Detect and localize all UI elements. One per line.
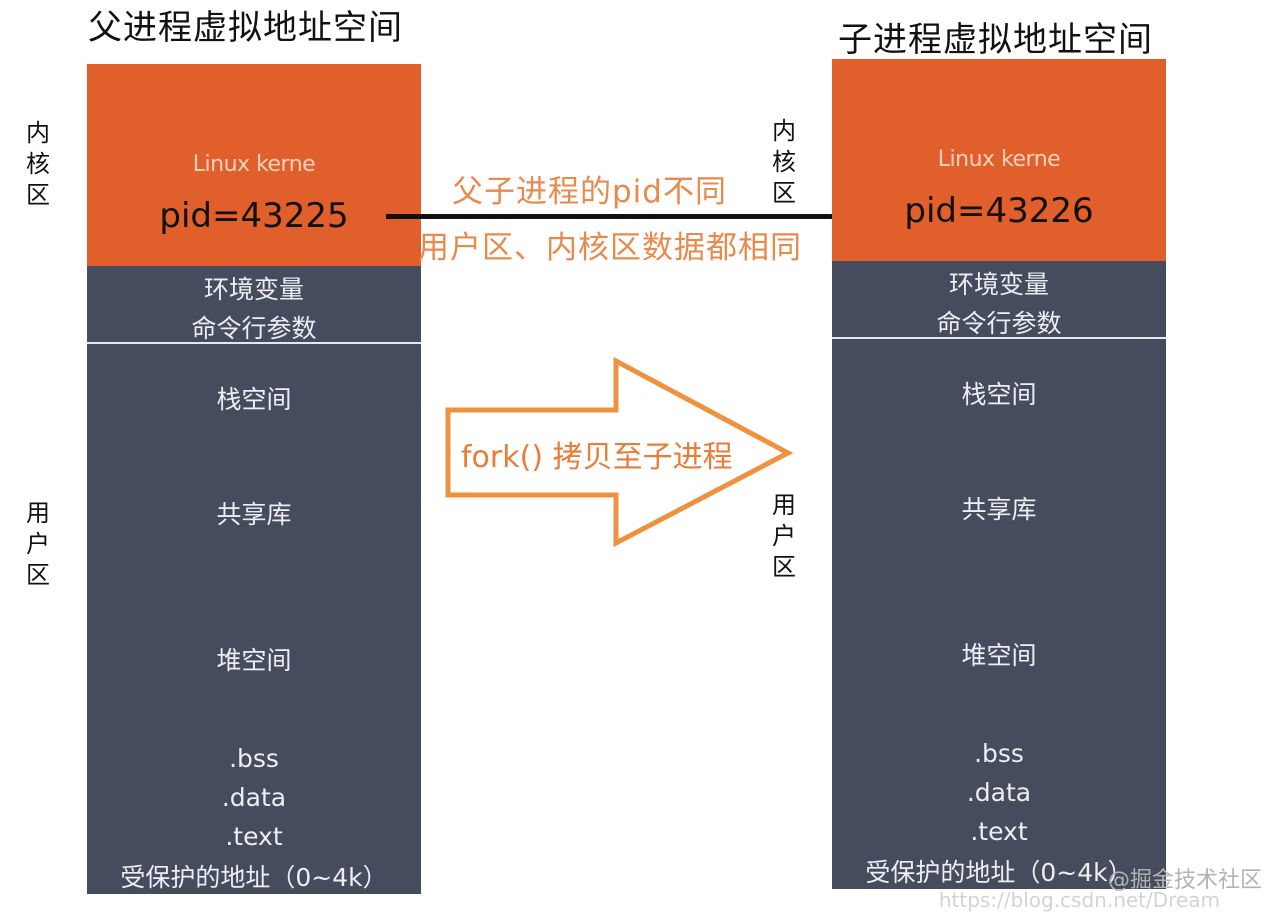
parent-user-label-char-2: 户 — [26, 530, 50, 558]
parent-data-segment: .data — [221, 783, 287, 812]
child-env-segment: 环境变量 命令行参数 — [832, 261, 1166, 339]
parent-user-label-char-1: 用 — [26, 499, 50, 527]
parent-bss-segment: .bss — [229, 744, 279, 773]
fork-arrow-icon — [445, 356, 794, 548]
parent-address-space: Linux kerne pid=43225 环境变量 命令行参数 栈空间 共享库… — [87, 64, 421, 894]
pid-difference-note: 父子进程的pid不同 — [452, 174, 727, 210]
parent-kernel-region-label: 内 核 区 — [24, 118, 52, 211]
child-pid: pid=43226 — [904, 191, 1094, 231]
parent-kernel-label-char-3: 区 — [26, 181, 50, 209]
child-heap-segment: 堆空间 — [961, 641, 1037, 670]
child-cmd-args: 命令行参数 — [936, 309, 1062, 338]
child-kernel-label-char-3: 区 — [772, 179, 796, 207]
fork-copy-label: fork() 拷贝至子进程 — [461, 440, 733, 475]
parent-shared-lib-segment: 共享库 — [216, 500, 292, 529]
parent-text-segment: .text — [225, 822, 283, 851]
child-kernel-name: Linux kerne — [937, 147, 1061, 172]
parent-env-segment: 环境变量 命令行参数 — [87, 266, 421, 344]
parent-protected-segment: 受保护的地址（0~4k） — [120, 863, 388, 892]
parent-env-vars: 环境变量 — [203, 275, 304, 304]
child-kernel-label-char-2: 核 — [772, 148, 796, 176]
parent-cmd-args: 命令行参数 — [191, 314, 317, 343]
child-address-space-title: 子进程虚拟地址空间 — [838, 20, 1153, 60]
child-stack-segment: 栈空间 — [961, 380, 1037, 409]
parent-user-label-char-3: 区 — [26, 561, 50, 589]
child-bss-segment: .bss — [974, 739, 1024, 768]
watermark-community: @掘金技术社区 — [1107, 868, 1262, 893]
child-user-label-char-2: 户 — [772, 522, 796, 550]
watermark-url: https://blog.csdn.net/Dream — [938, 888, 1220, 912]
child-user-region-label: 用 户 区 — [770, 490, 798, 583]
child-protected-segment: 受保护的地址（0~4k） — [865, 858, 1133, 887]
child-shared-lib-segment: 共享库 — [961, 495, 1037, 524]
parent-kernel-label-char-1: 内 — [26, 119, 50, 147]
child-kernel-segment: Linux kerne pid=43226 — [832, 59, 1166, 261]
pid-connector-line — [386, 214, 886, 219]
child-text-segment: .text — [970, 817, 1028, 846]
child-user-label-char-1: 用 — [772, 491, 796, 519]
child-data-segment: .data — [966, 778, 1032, 807]
parent-kernel-segment: Linux kerne pid=43225 — [87, 64, 421, 266]
parent-user-region-label: 用 户 区 — [24, 498, 52, 591]
parent-stack-segment: 栈空间 — [216, 385, 292, 414]
parent-heap-segment: 堆空间 — [216, 646, 292, 675]
parent-kernel-label-char-2: 核 — [26, 150, 50, 178]
parent-kernel-name: Linux kerne — [192, 152, 316, 177]
child-kernel-region-label: 内 核 区 — [770, 116, 798, 209]
child-user-label-char-3: 区 — [772, 553, 796, 581]
parent-address-space-title: 父进程虚拟地址空间 — [88, 8, 403, 48]
parent-pid: pid=43225 — [159, 196, 349, 236]
data-same-note: 用户区、内核区数据都相同 — [418, 230, 802, 266]
child-kernel-label-char-1: 内 — [772, 117, 796, 145]
child-address-space: Linux kerne pid=43226 环境变量 命令行参数 栈空间 共享库… — [832, 59, 1166, 889]
child-env-vars: 环境变量 — [948, 270, 1049, 299]
